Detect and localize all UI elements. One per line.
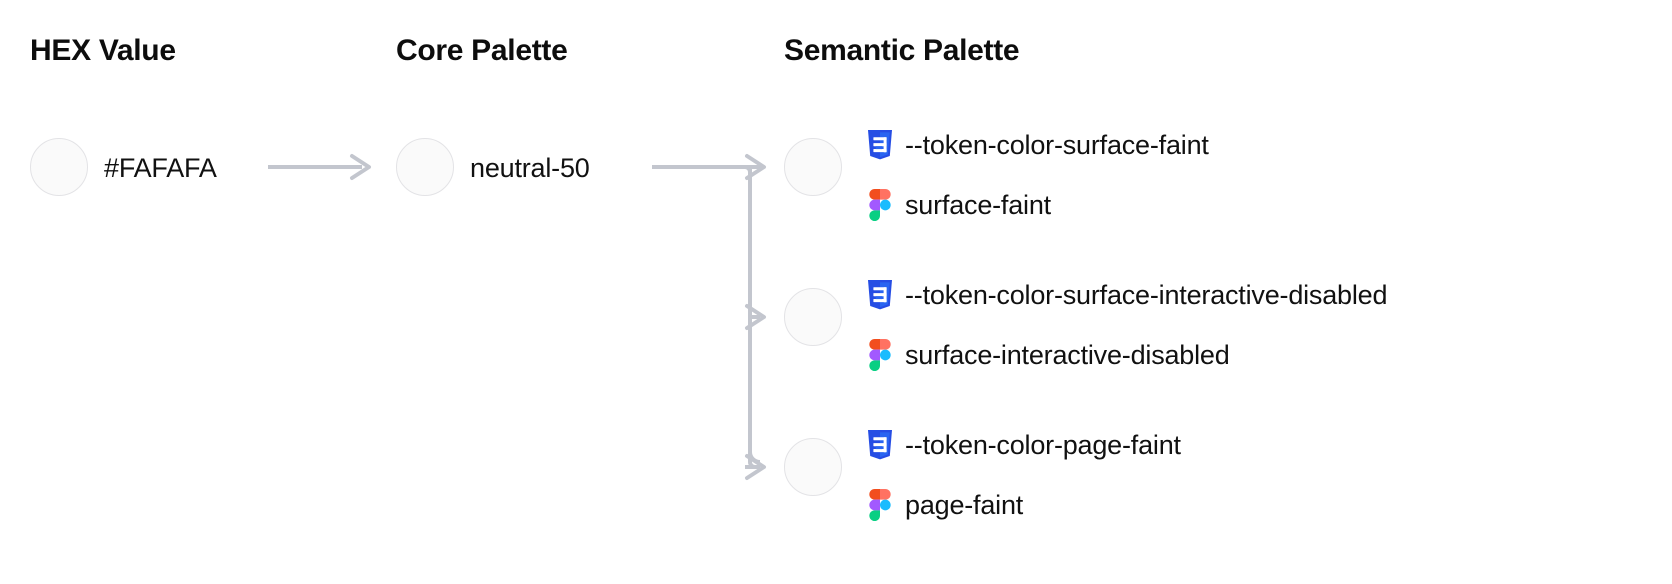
color-swatch-hex <box>30 138 88 196</box>
semantic-token-row-2: --token-color-page-faint page-faint <box>866 415 1181 535</box>
css-token-line-2: --token-color-page-faint <box>866 415 1181 475</box>
figma-icon <box>866 189 894 221</box>
color-swatch-core <box>396 138 454 196</box>
column-heading-core-palette: Core Palette <box>396 34 568 67</box>
color-swatch-semantic-1 <box>784 288 842 346</box>
column-heading-semantic-palette: Semantic Palette <box>784 34 1020 67</box>
figma-token-line-1: surface-interactive-disabled <box>866 325 1387 385</box>
css3-icon <box>866 279 894 311</box>
figma-token-name-0: surface-faint <box>905 189 1051 220</box>
figma-token-line-0: surface-faint <box>866 175 1209 235</box>
css-token-line-1: --token-color-surface-interactive-disabl… <box>866 265 1387 325</box>
color-swatch-semantic-0 <box>784 138 842 196</box>
semantic-token-row-0: --token-color-surface-faint surface-fain… <box>866 115 1209 235</box>
branch-connector-core-to-semantic <box>652 154 766 480</box>
hex-value-label: #FAFAFA <box>104 153 217 183</box>
column-heading-hex-value: HEX Value <box>30 34 176 67</box>
css-token-name-1: --token-color-surface-interactive-disabl… <box>905 279 1388 310</box>
arrow-hex-to-core <box>268 154 371 180</box>
core-palette-label: neutral-50 <box>470 153 590 183</box>
figma-icon <box>866 339 894 371</box>
css3-icon <box>866 129 894 161</box>
css-token-name-2: --token-color-page-faint <box>905 429 1181 460</box>
css-token-line-0: --token-color-surface-faint <box>866 115 1209 175</box>
figma-token-name-2: page-faint <box>905 489 1024 520</box>
figma-token-line-2: page-faint <box>866 475 1181 535</box>
figma-token-name-1: surface-interactive-disabled <box>905 339 1230 370</box>
css3-icon <box>866 429 894 461</box>
css-token-name-0: --token-color-surface-faint <box>905 129 1209 160</box>
color-swatch-semantic-2 <box>784 438 842 496</box>
semantic-token-row-1: --token-color-surface-interactive-disabl… <box>866 265 1387 385</box>
figma-icon <box>866 489 894 521</box>
